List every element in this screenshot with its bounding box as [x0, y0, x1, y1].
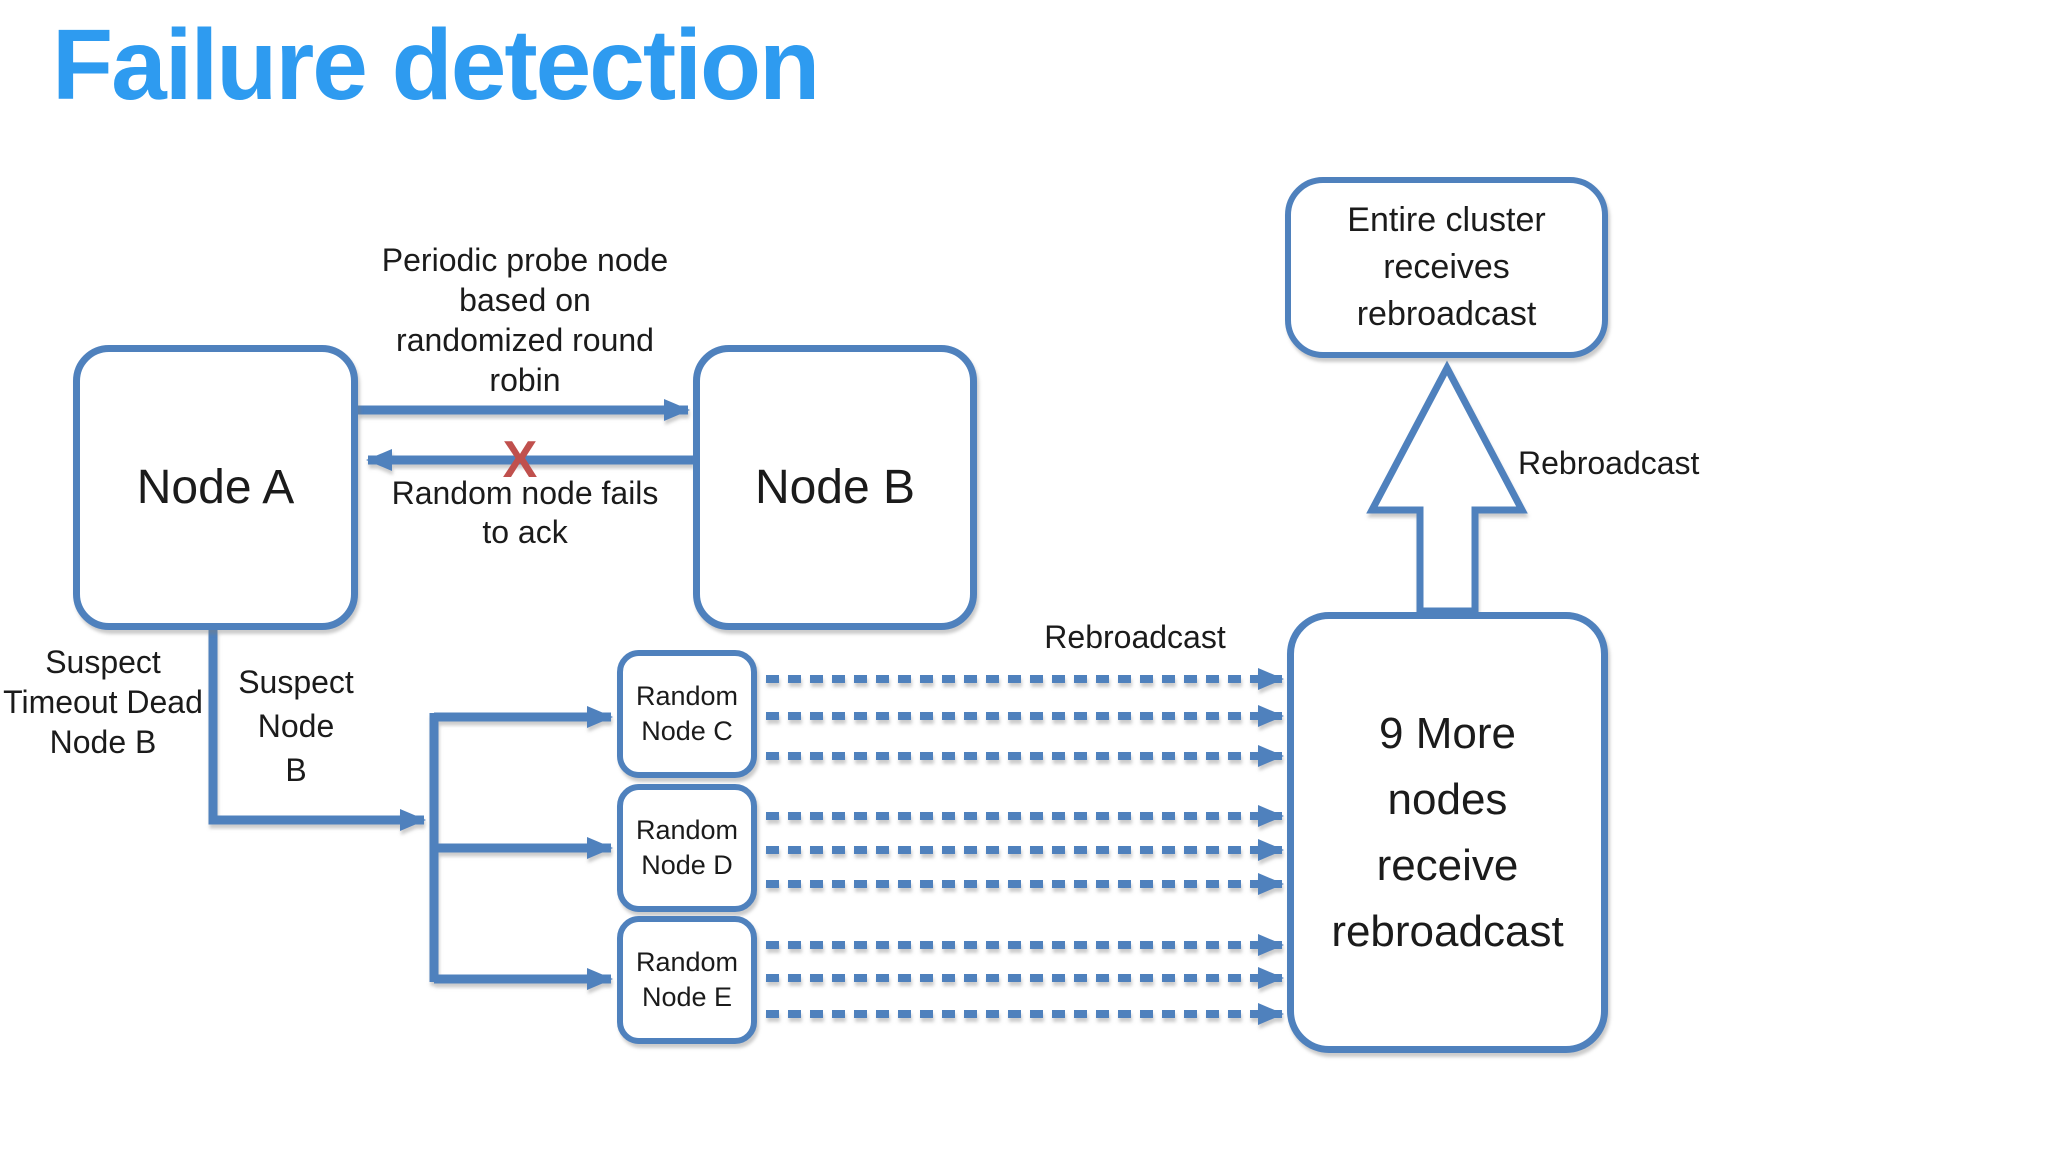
- random-node-d-box: Random Node D: [617, 784, 757, 912]
- suspect-elbow-arrow: [208, 629, 426, 831]
- rebroadcast-dashed-label: Rebroadcast: [1044, 619, 1226, 655]
- random-node-c-label: Random Node C: [635, 681, 739, 746]
- entire-cluster-label: Entire cluster receives rebroadcast: [1347, 201, 1546, 333]
- node-a-label: Node A: [136, 461, 295, 514]
- rebroadcast-up-label: Rebroadcast: [1518, 445, 1700, 481]
- rebroadcast-up-arrow: [1366, 360, 1528, 615]
- random-node-d-label: Random Node D: [635, 815, 739, 880]
- suspect-node-label: Suspect Node B: [238, 664, 354, 788]
- failure-x-icon: X: [502, 431, 538, 489]
- slide-title: Failure detection: [52, 9, 820, 121]
- node-a-box: Node A: [73, 345, 358, 630]
- nine-more-nodes-box: 9 More nodes receive rebroadcast: [1287, 612, 1608, 1053]
- node-b-box: Node B: [693, 345, 977, 630]
- entire-cluster-box: Entire cluster receives rebroadcast: [1285, 177, 1608, 358]
- random-node-c-box: Random Node C: [617, 650, 757, 778]
- probe-arrow-label: Periodic probe node based on randomized …: [381, 242, 669, 398]
- nine-more-nodes-label: 9 More nodes receive rebroadcast: [1331, 708, 1564, 956]
- random-node-e-box: Random Node E: [617, 916, 757, 1044]
- node-b-label: Node B: [754, 461, 916, 514]
- suspect-timeout-label: Suspect Timeout Dead Node B: [3, 644, 203, 760]
- random-node-e-label: Random Node E: [635, 947, 739, 1012]
- ack-fail-label: Random node fails to ack: [391, 475, 659, 550]
